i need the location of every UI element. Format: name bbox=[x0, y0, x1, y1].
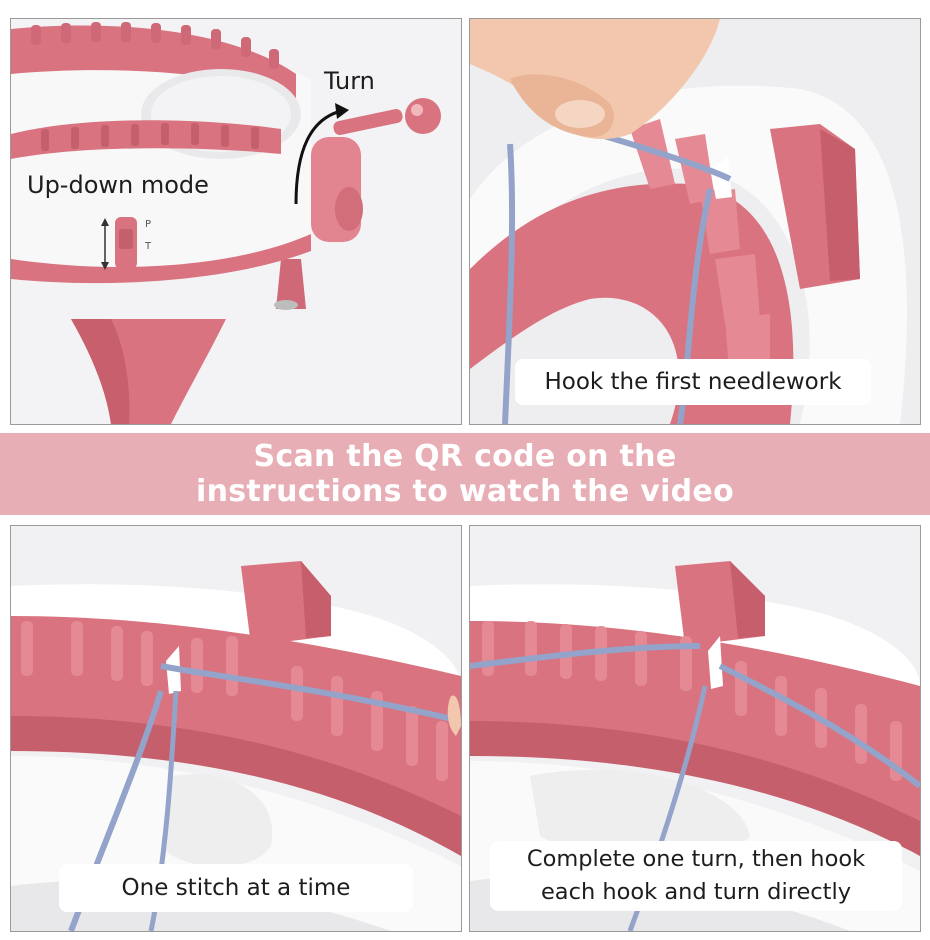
switch-mark-t: T bbox=[145, 241, 152, 252]
stitching-yarn-illustration bbox=[11, 526, 461, 931]
caption-line-1: Complete one turn, then hook bbox=[526, 846, 866, 872]
caption-hook-first-needlework: Hook the first needlework bbox=[515, 359, 871, 405]
up-down-mode-label: Up-down mode bbox=[27, 171, 209, 199]
panel-one-stitch: One stitch at a time bbox=[10, 525, 462, 932]
caption-line-2: each hook and turn directly bbox=[540, 879, 852, 905]
panel-up-down-mode: Turn Up-down mode P T bbox=[10, 18, 462, 425]
qr-instructions-banner: Scan the QR code on the instructions to … bbox=[0, 433, 930, 515]
panel-hook-first-needle: Hook the first needlework bbox=[469, 18, 921, 425]
banner-line-2: instructions to watch the video bbox=[195, 474, 734, 509]
caption-one-stitch-at-a-time: One stitch at a time bbox=[59, 864, 413, 912]
turn-label: Turn bbox=[324, 67, 375, 95]
knitting-machine-crank-illustration bbox=[11, 22, 441, 424]
panel-complete-one-turn: Complete one turn, then hook each hook a… bbox=[469, 525, 921, 932]
banner-line-1: Scan the QR code on the bbox=[253, 439, 677, 474]
caption-complete-one-turn: Complete one turn, then hook each hook a… bbox=[490, 841, 902, 911]
switch-mark-p: P bbox=[145, 219, 152, 230]
